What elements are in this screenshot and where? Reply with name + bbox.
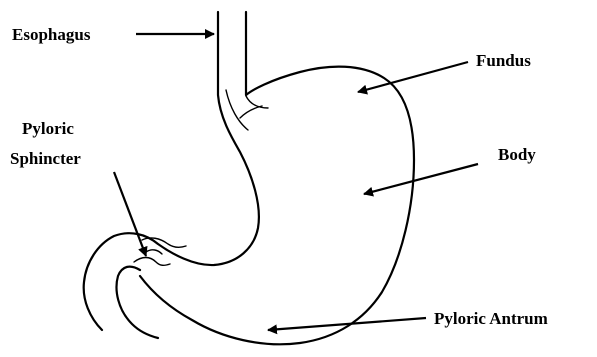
esophagus-left-wall xyxy=(84,12,259,330)
cardiac-fold xyxy=(240,106,262,118)
cardiac-sphincter-right xyxy=(246,96,268,108)
label-fundus: Fundus xyxy=(476,51,531,70)
label-pyloric-sphincter-line1: Pyloric xyxy=(22,119,74,138)
label-pyloric-antrum: Pyloric Antrum xyxy=(434,309,548,328)
label-pyloric-sphincter-line2: Sphincter xyxy=(10,149,81,168)
label-esophagus: Esophagus xyxy=(12,25,91,44)
duodenum-inner-wall xyxy=(117,267,158,338)
pyloric-sphincter-arrow xyxy=(114,172,146,256)
label-body: Body xyxy=(498,145,536,164)
pyloric-ridge-lower xyxy=(134,258,170,266)
pointer-arrows xyxy=(114,34,478,330)
cardiac-sphincter-left xyxy=(226,90,248,130)
stomach-outline xyxy=(84,12,414,344)
pyloric-antrum-arrow xyxy=(268,318,426,330)
labels: Esophagus Fundus Body Pyloric Sphincter … xyxy=(10,25,548,328)
pyloric-ridge-upper xyxy=(142,238,186,247)
fundus-arrow xyxy=(358,62,468,92)
greater-curvature xyxy=(140,12,414,344)
body-arrow xyxy=(364,164,478,194)
pyloric-ridge-mid xyxy=(146,250,162,254)
